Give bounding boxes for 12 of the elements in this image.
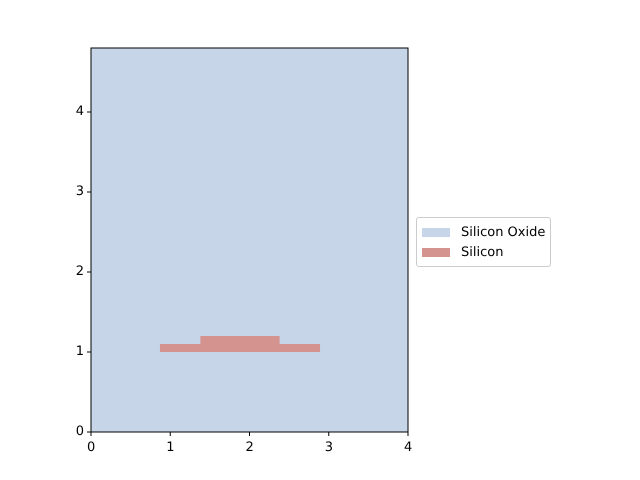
tick-label: 3 (76, 185, 84, 198)
tick-label: 2 (76, 265, 84, 278)
legend-label: Silicon (461, 244, 504, 260)
tick-label: 4 (76, 105, 84, 118)
tick-label: 0 (76, 425, 84, 438)
tick-label: 4 (404, 441, 412, 454)
tick-label: 2 (246, 441, 254, 454)
tick-label: 3 (324, 441, 334, 454)
tick-label: 1 (76, 345, 84, 358)
tick-label: 1 (166, 441, 175, 454)
tick-label: 0 (87, 441, 96, 454)
legend-label: Silicon Oxide (461, 224, 546, 240)
